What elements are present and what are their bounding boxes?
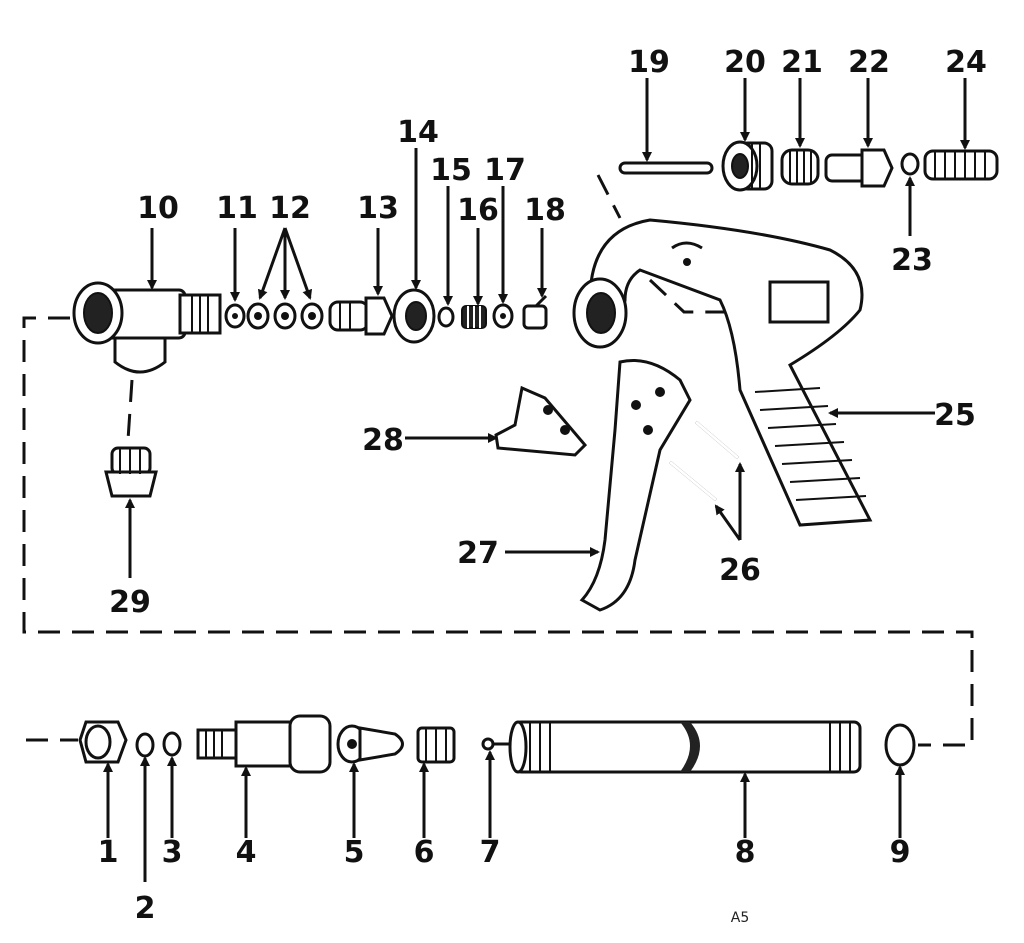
- leader-arrows: [103, 78, 970, 882]
- part-25-handle: [572, 218, 873, 527]
- part-9-gasket: [884, 723, 916, 767]
- label-part-2: 2: [135, 891, 156, 926]
- part-5-nozzle: [336, 724, 404, 764]
- part-27-trigger: [579, 358, 692, 612]
- part-11-washer: [224, 303, 246, 329]
- label-part-10: 10: [137, 191, 179, 226]
- part-26-pins: [669, 420, 739, 502]
- part-19-pin: [618, 161, 714, 175]
- label-part-6: 6: [414, 835, 435, 870]
- label-part-27: 27: [457, 536, 499, 571]
- label-part-7: 7: [480, 835, 501, 870]
- part-4-coupling: [196, 714, 332, 774]
- label-part-25: 25: [934, 398, 976, 433]
- label-part-20: 20: [724, 45, 766, 80]
- part-18-valve: [522, 294, 548, 330]
- label-part-8: 8: [735, 835, 756, 870]
- part-12-washers: [246, 302, 324, 330]
- label-part-26: 26: [719, 553, 761, 588]
- label-part-17: 17: [484, 153, 526, 188]
- label-part-24: 24: [945, 45, 987, 80]
- part-1-nut: [78, 720, 128, 764]
- part-10-tee-body: [72, 281, 222, 374]
- part-28-bracket: [494, 385, 588, 457]
- corner-code: A5: [731, 910, 749, 926]
- assembly-dashed-line-handle: [648, 278, 740, 314]
- part-13-fitting: [328, 296, 394, 336]
- part-16-spring: [461, 305, 487, 329]
- label-part-14: 14: [397, 115, 439, 150]
- part-22-fitting: [824, 148, 894, 188]
- part-17-washer: [492, 303, 514, 329]
- part-20-cap: [721, 140, 774, 192]
- label-part-22: 22: [848, 45, 890, 80]
- part-23-washer: [900, 152, 920, 176]
- label-part-16: 16: [457, 193, 499, 228]
- label-part-4: 4: [236, 835, 257, 870]
- part-3-o-ring: [162, 731, 182, 757]
- label-part-29: 29: [109, 585, 151, 620]
- label-part-9: 9: [890, 835, 911, 870]
- label-part-21: 21: [781, 45, 823, 80]
- label-part-23: 23: [891, 243, 933, 278]
- assembly-dashed-line: [22, 316, 974, 747]
- label-part-11: 11: [216, 191, 258, 226]
- label-part-3: 3: [162, 835, 183, 870]
- label-part-19: 19: [628, 45, 670, 80]
- part-14-nut: [392, 288, 436, 344]
- label-part-18: 18: [524, 193, 566, 228]
- part-29-fitting: [104, 446, 158, 498]
- label-part-28: 28: [362, 423, 404, 458]
- part-8-barrel: [508, 720, 862, 774]
- part-6-spreader: [416, 726, 456, 764]
- part-21-spring: [780, 148, 820, 186]
- assembly-dashed-line-19: [596, 174, 622, 219]
- part-7-needle: [481, 737, 530, 751]
- label-part-13: 13: [357, 191, 399, 226]
- label-part-15: 15: [430, 153, 472, 188]
- part-2-washer: [135, 732, 155, 758]
- label-part-5: 5: [344, 835, 365, 870]
- part-number-labels: 10 11 12 13 14 15 16 17 18 19 20 21 22 2…: [98, 45, 987, 926]
- part-15-washer: [437, 306, 455, 328]
- part-24-spring: [923, 149, 999, 181]
- label-part-12: 12: [269, 191, 311, 226]
- label-part-1: 1: [98, 835, 119, 870]
- assembly-dashed-line-29: [126, 379, 134, 441]
